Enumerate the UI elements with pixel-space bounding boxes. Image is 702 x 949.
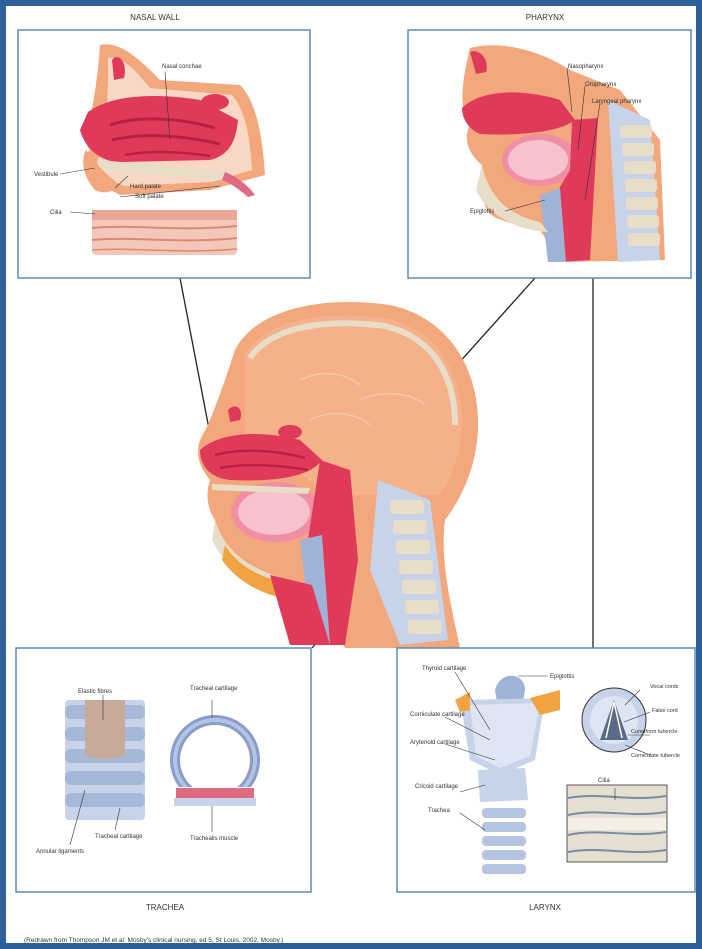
- label-nasal-conchae: Nasal conchae: [162, 64, 202, 70]
- label-cuneiform-tubercle: Cuneiform tubercle: [631, 729, 677, 735]
- label-trachea-larynx: Trachea: [428, 808, 450, 814]
- label-corniculate-cartilage: Corniculate cartilage: [410, 712, 465, 718]
- label-soft-palate: Soft palate: [135, 194, 164, 200]
- label-epiglottis-pharynx: Epiglottis: [470, 209, 494, 215]
- trachea-panel: Elastic fibres Tracheal cartilage Trache…: [16, 648, 311, 912]
- label-cilia-larynx: Cilia: [598, 778, 610, 784]
- nasal-wall-panel: Nasal conchae Vestibule Hard palate Soft…: [18, 30, 310, 278]
- label-tracheal-cartilage: Tracheal cartilage: [95, 834, 143, 840]
- label-hard-palate: Hard palate: [130, 184, 162, 190]
- label-thyroid-cartilage: Thyroid cartilage: [422, 666, 467, 672]
- label-cricoid-cartilage: Cricoid cartilage: [415, 784, 459, 790]
- label-oropharynx: Oropharynx: [585, 82, 616, 88]
- label-laryngeal-pharynx: Laryngeal pharynx: [592, 99, 641, 105]
- source-credit: (Redrawn from Thompson JM et al: Mosby's…: [24, 937, 283, 944]
- label-cilia-nasal: Cilia: [50, 210, 62, 216]
- pharynx-panel: Nasopharynx Oropharynx Laryngeal pharynx…: [408, 30, 691, 278]
- label-nasopharynx: Nasopharynx: [568, 64, 603, 70]
- label-vestibule: Vestibule: [34, 172, 59, 178]
- larynx-title: LARYNX: [529, 903, 562, 912]
- label-elastic-fibres: Elastic fibres: [78, 689, 112, 695]
- label-vocal-cords: Vocal cords: [650, 684, 679, 690]
- label-corniculate-tubercle: Corniculate tubercle: [631, 753, 680, 759]
- label-false-cord: False cord: [652, 708, 678, 714]
- label-epiglottis-larynx: Epiglottis: [550, 674, 574, 680]
- nasal-wall-title: NASAL WALL: [130, 13, 180, 22]
- label-annular-ligaments: Annular ligaments: [36, 849, 84, 855]
- trachea-title: TRACHEA: [146, 903, 185, 912]
- label-arytenoid-cartilage: Arytenoid cartilage: [410, 740, 460, 746]
- larynx-panel: Thyroid cartilage Epiglottis Corniculate…: [397, 648, 695, 912]
- pharynx-title: PHARYNX: [526, 13, 565, 22]
- label-tracheal-cartilage-top: Tracheal cartilage: [190, 686, 238, 692]
- label-trachealis-muscle: Trachealis muscle: [190, 836, 239, 842]
